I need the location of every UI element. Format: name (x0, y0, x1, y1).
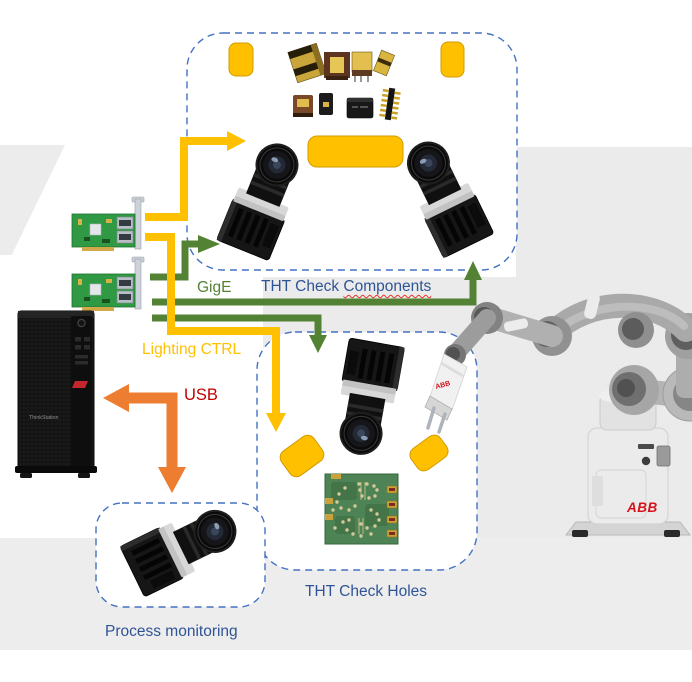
transformer-component-icon (287, 42, 327, 84)
robot-base-logo-text: ABB (626, 500, 658, 515)
small-inductor-icon (372, 49, 396, 77)
small-black-component-icon (319, 93, 333, 115)
tht-components-photos (287, 42, 401, 121)
tht-components-label: THT Check Components (261, 278, 431, 296)
usb-arrow (103, 384, 186, 493)
lighting-ctrl-label: Lighting CTRL (142, 341, 242, 358)
pin-header-icon (379, 87, 401, 121)
gripper-finger-icon (426, 406, 436, 430)
gripper-logo-text: ABB (435, 380, 451, 391)
tht-components-label-word: Components (343, 278, 432, 295)
gige-label: GigE (197, 279, 232, 296)
gige-arrow-holes-station (152, 314, 327, 353)
usb-label: USB (184, 386, 218, 404)
light-module-top-left (228, 42, 254, 77)
relay-component-icon (346, 97, 374, 119)
network-card-1 (71, 196, 145, 252)
pcb-edge-connectors (325, 474, 398, 538)
light-module-top-right (440, 41, 465, 78)
yellow-transformer-icon (351, 51, 373, 82)
front-ports (75, 337, 90, 365)
small-transformer-icon (293, 95, 313, 117)
network-card-2 (71, 256, 145, 312)
power-button-icon (77, 318, 86, 328)
lighting-arrow-holes-station (145, 233, 286, 432)
red-accent (72, 381, 88, 388)
gripper-finger-icon (437, 412, 447, 434)
process-monitoring-label: Process monitoring (105, 623, 238, 640)
light-module-holes-right (409, 434, 449, 472)
pcb-board (324, 473, 399, 545)
bobbin-transformer-icon (324, 52, 350, 80)
tht-holes-label: THT Check Holes (305, 583, 428, 600)
robot-arm: ABB (424, 292, 692, 537)
workstation-tower: ThinkStation (15, 310, 97, 478)
light-module-holes-left (279, 434, 325, 478)
gige-arrow-components-station (152, 261, 482, 306)
lighting-arrow-components-station (145, 131, 246, 221)
robot-gripper: ABB (424, 353, 468, 434)
tht-components-label-prefix: THT Check (261, 278, 344, 295)
workstation-logo-text: ThinkStation (29, 415, 58, 421)
light-bar (307, 135, 404, 168)
